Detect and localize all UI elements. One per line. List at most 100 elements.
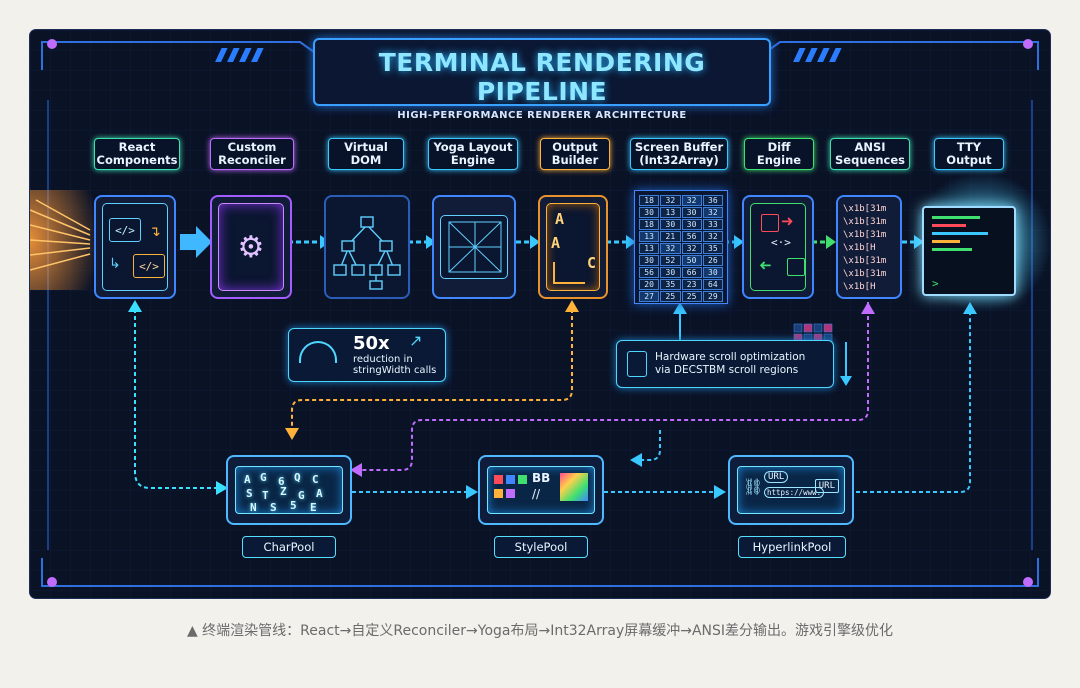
node-custom-reconciler: ⚙ bbox=[210, 195, 292, 299]
node-diff-engine: ➜ <·> ➜ bbox=[742, 195, 814, 299]
link-charpool-react bbox=[134, 302, 218, 489]
char-glyph: Z bbox=[280, 485, 287, 498]
style-swatch bbox=[518, 475, 527, 484]
ansi-line: \x1b[31m bbox=[843, 256, 887, 266]
buffer-cell: 32 bbox=[660, 243, 681, 254]
link-hyperlinkpool-tty bbox=[856, 312, 971, 493]
builder-glyph: A bbox=[551, 234, 561, 252]
page-title: TERMINAL RENDERING PIPELINE bbox=[378, 48, 706, 106]
char-glyph: A bbox=[244, 473, 251, 486]
node-tty-output: > bbox=[922, 206, 1016, 296]
char-glyph: A bbox=[316, 487, 323, 500]
buffer-cell: 32 bbox=[702, 231, 723, 242]
react-code-icon: </> bbox=[133, 254, 165, 278]
scroll-icon bbox=[627, 351, 647, 377]
buffer-cell: 35 bbox=[660, 279, 681, 290]
buffer-cell: 35 bbox=[702, 243, 723, 254]
buffer-cell: 18 bbox=[639, 195, 660, 206]
arrow-right-icon: ➜ bbox=[781, 212, 794, 230]
buffer-cell: 32 bbox=[702, 207, 723, 218]
stage-label-ansi-sequences: ANSI Sequences bbox=[830, 138, 910, 170]
stage-label-diff-engine: Diff Engine bbox=[744, 138, 814, 170]
react-code-icon: </> bbox=[109, 218, 141, 242]
ansi-line: \x1b[H bbox=[843, 243, 876, 253]
style-swatch bbox=[494, 489, 503, 498]
buffer-cell: 30 bbox=[660, 219, 681, 230]
buffer-cell: 29 bbox=[702, 291, 723, 302]
stage-arrows bbox=[180, 226, 924, 258]
buffer-cell: 23 bbox=[681, 279, 702, 290]
stage-label-output-builder: Output Builder bbox=[540, 138, 610, 170]
pool-stylepool: BB // bbox=[478, 455, 604, 525]
style-swatch bbox=[494, 475, 503, 484]
buffer-cell: 56 bbox=[681, 231, 702, 242]
stage-label-custom-reconciler: Custom Reconciler bbox=[210, 138, 294, 170]
diff-red-icon bbox=[761, 214, 779, 232]
buffer-cell: 30 bbox=[639, 255, 660, 266]
url-tag: URL bbox=[814, 479, 839, 493]
diff-green-icon bbox=[787, 258, 805, 276]
pool-label-stylepool: StylePool bbox=[494, 536, 588, 558]
page-subtitle: HIGH-PERFORMANCE RENDERER ARCHITECTURE bbox=[397, 110, 687, 121]
frame-border bbox=[41, 41, 1039, 587]
diagram-frame: TERMINAL RENDERING PIPELINE HIGH-PERFORM… bbox=[30, 30, 1050, 598]
style-glyph: // bbox=[532, 487, 541, 501]
frame-border-inner bbox=[47, 100, 1033, 550]
input-rays bbox=[30, 199, 91, 271]
terminal-line bbox=[932, 232, 988, 235]
stage-label-react-components: React Components bbox=[94, 138, 180, 170]
pool-label-charpool: CharPool bbox=[242, 536, 336, 558]
stage-label-yoga-layout-engine: Yoga Layout Engine bbox=[428, 138, 518, 170]
buffer-cell: 50 bbox=[681, 255, 702, 266]
terminal-line bbox=[932, 248, 972, 251]
callout-big-number: 50x bbox=[353, 333, 390, 354]
char-glyph: N bbox=[250, 501, 257, 514]
buffer-cell: 32 bbox=[681, 243, 702, 254]
buffer-cell: 30 bbox=[639, 207, 660, 218]
buffer-cell: 13 bbox=[639, 231, 660, 242]
stylepool-screen: BB // bbox=[487, 466, 595, 514]
terminal-line bbox=[932, 240, 960, 243]
stage-label-screen-buffer: Screen Buffer (Int32Array) bbox=[630, 138, 728, 170]
diff-compare-glyph: <·> bbox=[771, 236, 791, 249]
layout-grid-icon bbox=[448, 221, 502, 273]
bar-graph-icon bbox=[553, 262, 585, 284]
buffer-cell: 30 bbox=[660, 267, 681, 278]
char-glyph: S bbox=[270, 501, 277, 514]
char-glyph: G bbox=[260, 471, 267, 484]
ansi-line: \x1b[31m bbox=[843, 230, 887, 240]
buffer-cell: 32 bbox=[681, 195, 702, 206]
node-output-builder: A A C bbox=[538, 195, 608, 299]
figure-caption: ▲ 终端渲染管线：React→自定义Reconciler→Yoga布局→Int3… bbox=[186, 623, 894, 639]
arrow-react-to-reconciler bbox=[180, 226, 212, 258]
buffer-cell: 64 bbox=[702, 279, 723, 290]
pool-label-hyperlinkpool: HyperlinkPool bbox=[738, 536, 846, 558]
buffer-cell: 18 bbox=[639, 219, 660, 230]
terminal-prompt: > bbox=[932, 277, 939, 290]
buffer-cell: 36 bbox=[702, 195, 723, 206]
style-swatch bbox=[506, 489, 515, 498]
curved-arrow-icon: ↳ bbox=[109, 256, 121, 272]
char-glyph: C bbox=[312, 473, 319, 486]
buffer-cell: 26 bbox=[702, 255, 723, 266]
terminal-lines bbox=[932, 216, 988, 251]
buffer-cell: 30 bbox=[681, 219, 702, 230]
buffer-cell: 27 bbox=[639, 291, 660, 302]
buffer-cell: 13 bbox=[639, 243, 660, 254]
buffer-cell: 30 bbox=[681, 207, 702, 218]
callout-stringwidth: 50x ↗ reduction in stringWidth calls bbox=[288, 328, 446, 382]
buffer-cell: 32 bbox=[660, 195, 681, 206]
style-glyph: BB bbox=[532, 471, 551, 485]
link-ansi-stylepool bbox=[640, 430, 661, 461]
hyperlinkpool-screen: ⛓ URL https://www. URL bbox=[737, 466, 845, 514]
buffer-cell: 33 bbox=[702, 219, 723, 230]
tree-icon bbox=[333, 216, 401, 290]
char-glyph: 5 bbox=[290, 499, 297, 512]
stage-label-virtual-dom: Virtual DOM bbox=[328, 138, 404, 170]
buffer-cell: 13 bbox=[660, 207, 681, 218]
gear-icon: ⚙ bbox=[237, 230, 265, 265]
terminal-line bbox=[932, 216, 980, 219]
url-tag: URL bbox=[764, 471, 789, 483]
title-hatches bbox=[215, 48, 842, 62]
